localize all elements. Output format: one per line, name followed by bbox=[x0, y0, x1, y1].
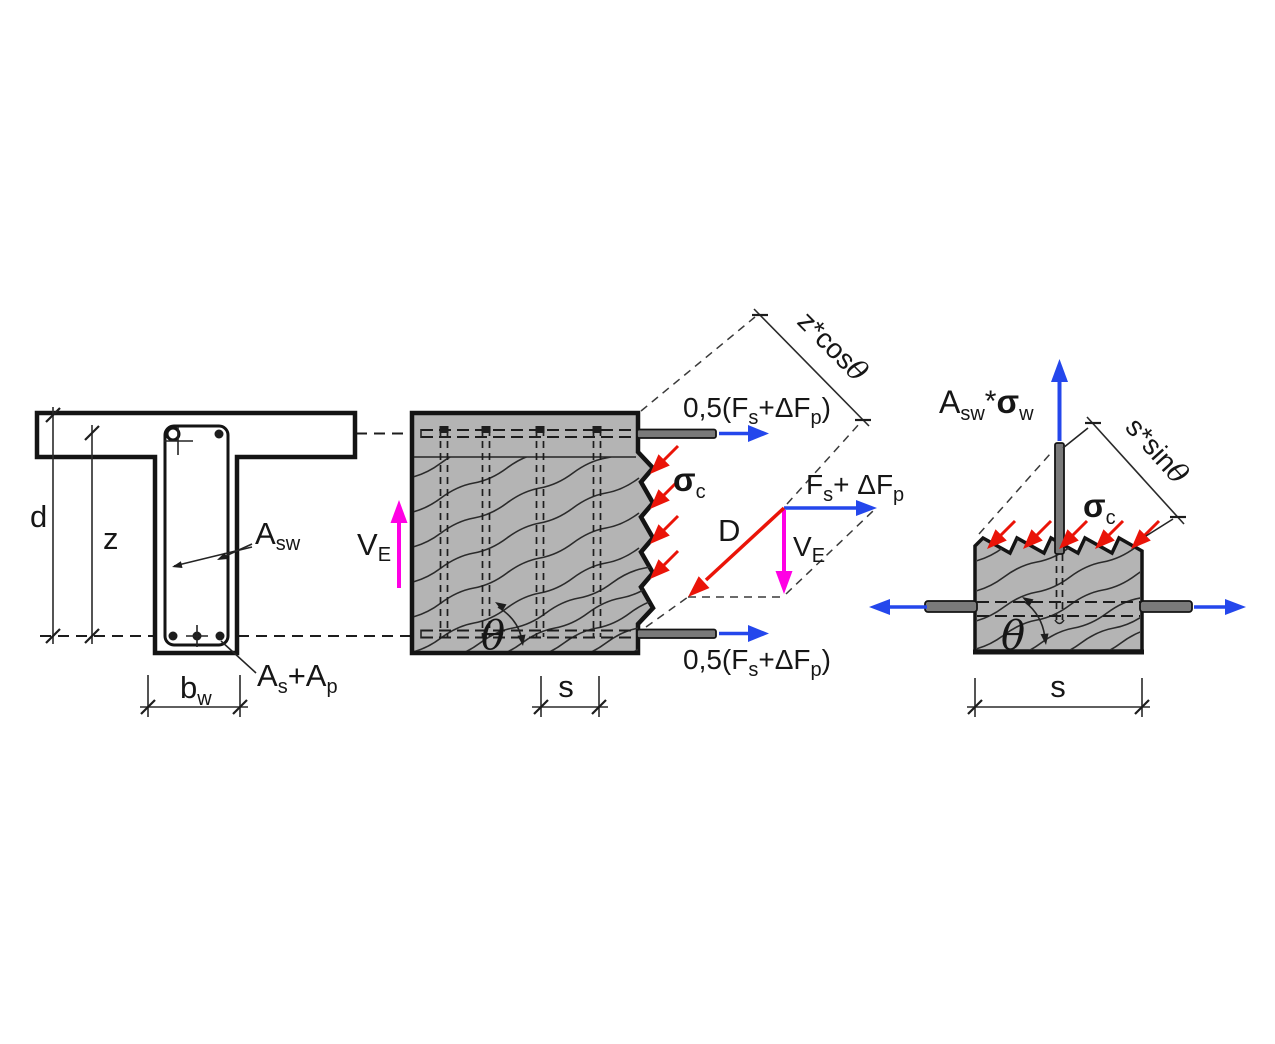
detail-strut-stress-label: σc bbox=[1083, 487, 1116, 529]
stirrup-detail: Asw*σw σc bbox=[869, 359, 1246, 717]
dim-z-cos-theta-label: z*cosθ bbox=[791, 304, 875, 388]
stirrup-area-leaders bbox=[172, 543, 253, 568]
chord-tension-label: Fs+ ΔFp bbox=[806, 469, 904, 506]
detail-strut-angle-label: θ bbox=[1001, 613, 1025, 659]
strut-force-label: D bbox=[718, 513, 740, 548]
top-chord-bar bbox=[636, 428, 717, 439]
strut-stress-arrows bbox=[650, 444, 680, 579]
detail-dim-s-label: s bbox=[1050, 669, 1066, 704]
dim-z-label: z bbox=[103, 521, 119, 556]
dim-s-sin-theta-label: s*sinθ bbox=[1119, 411, 1196, 491]
polygon-construction-dashed bbox=[645, 510, 874, 628]
crack-direction-dashed bbox=[978, 453, 1051, 535]
stirrup-leg-bar bbox=[1054, 442, 1065, 555]
force-polygon: Fs+ ΔFp D VE bbox=[645, 469, 904, 628]
dim-d-label: d bbox=[30, 499, 47, 534]
top-rebar-right bbox=[214, 429, 224, 439]
detail-strut-angle-arc bbox=[1022, 597, 1049, 645]
t-beam-cross-section: d z Asw As+Ap bw bbox=[30, 407, 412, 717]
tension-centroid-cross bbox=[186, 625, 208, 647]
bar-force-arrow-left bbox=[869, 599, 927, 615]
longitudinal-bar-left bbox=[924, 600, 978, 613]
top-chord-force-label: 0,5(Fs+ΔFp) bbox=[683, 392, 831, 429]
detail-strut-stress-arrows bbox=[987, 519, 1161, 549]
dim-bw-label: bw bbox=[180, 670, 212, 710]
bottom-chord-bar-dashed bbox=[420, 629, 636, 639]
shear-component-label: VE bbox=[793, 531, 825, 567]
tension-reinf-label: As+Ap bbox=[257, 658, 338, 698]
beam-web-panel bbox=[409, 410, 657, 656]
dimension-bw bbox=[140, 675, 248, 717]
strut-stress-label: σc bbox=[673, 461, 706, 503]
bar-force-arrow-right bbox=[1194, 599, 1246, 615]
dimension-d bbox=[45, 407, 61, 644]
longitudinal-bar-dashed bbox=[977, 601, 1140, 617]
strut-angle-label: θ bbox=[481, 613, 505, 659]
stirrup-leg-dashed bbox=[1054, 554, 1065, 625]
dimension-s-sin-theta bbox=[1062, 416, 1186, 537]
top-chord-bar-dashed bbox=[420, 429, 636, 438]
bottom-chord-force-label: 0,5(Fs+ΔFp) bbox=[683, 644, 831, 681]
shear-component-arrow bbox=[775, 510, 793, 594]
t-section-outline bbox=[34, 410, 358, 656]
detail-dimension-s bbox=[967, 678, 1150, 717]
strut-angle-arc bbox=[495, 602, 526, 646]
bottom-rebar-right bbox=[215, 631, 225, 641]
top-rebar-left bbox=[165, 426, 181, 442]
tension-reinf-leader bbox=[220, 640, 257, 674]
strut-block bbox=[973, 535, 1144, 653]
bottom-rebar-left bbox=[168, 631, 178, 641]
bottom-chord-force-arrow bbox=[719, 625, 769, 642]
chord-tension-arrow bbox=[784, 500, 877, 516]
shear-force-arrow bbox=[390, 500, 408, 588]
truss-model-panel: 0,5(Fs+ΔFp) 0,5(Fs+ΔFp) VE σc θ bbox=[357, 304, 875, 717]
strut-force-arrow bbox=[688, 506, 786, 597]
shear-force-label: VE bbox=[357, 527, 391, 566]
stirrup-force-label: Asw*σw bbox=[939, 383, 1034, 425]
top-chord-force-arrow bbox=[719, 425, 769, 442]
longitudinal-bar-right bbox=[1139, 600, 1193, 613]
bottom-chord-bar bbox=[636, 628, 717, 639]
stirrup-area-label: Asw bbox=[255, 516, 301, 555]
dim-s-label: s bbox=[558, 669, 574, 704]
dimension-z bbox=[84, 425, 100, 644]
compression-centroid-cross bbox=[164, 427, 193, 455]
dimension-z-cos-theta bbox=[640, 308, 871, 505]
stirrup-force-arrow bbox=[1051, 359, 1068, 441]
dimension-s bbox=[532, 676, 608, 717]
